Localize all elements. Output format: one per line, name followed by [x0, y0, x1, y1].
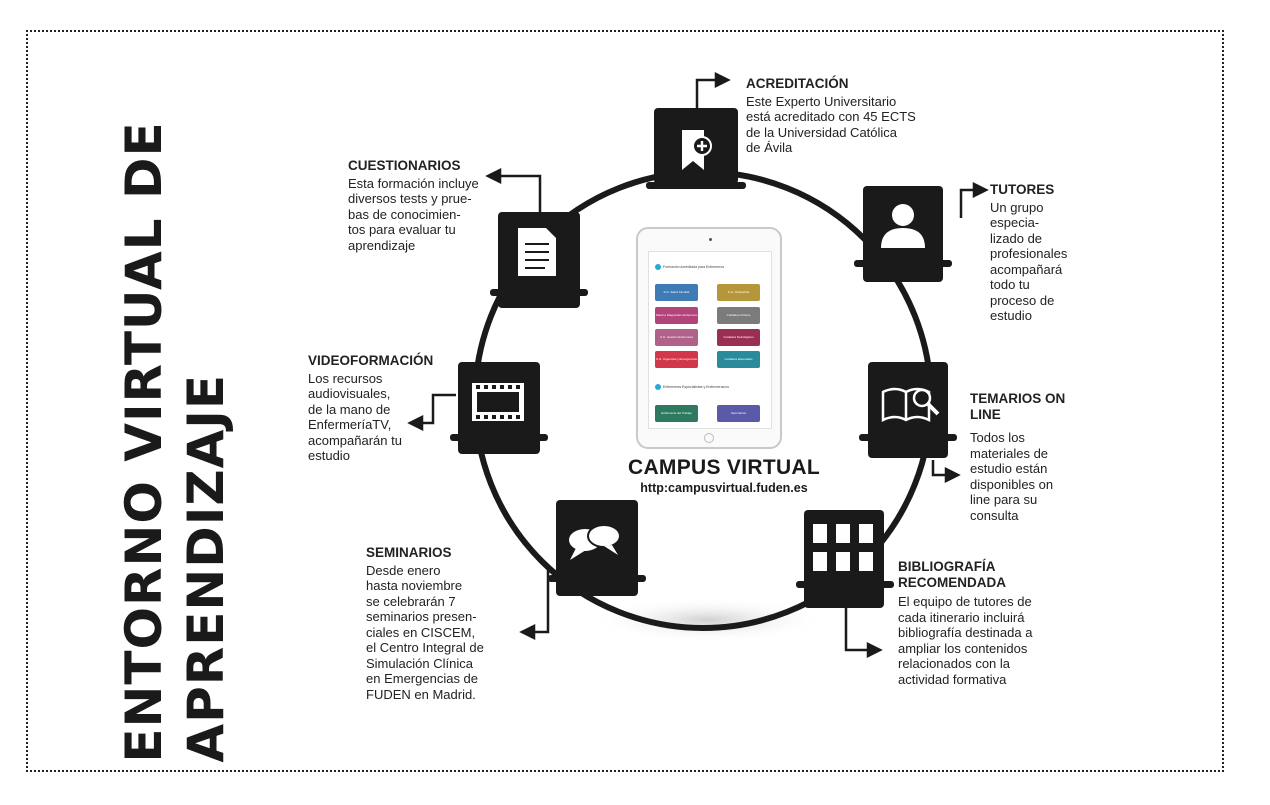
tablet-section-2: Enfermeras Especialistas y Enfermeras/os — [663, 385, 729, 389]
heading-seminarios: SEMINARIOS — [366, 545, 452, 560]
heading-temarios: TEMARIOS ON LINE — [970, 391, 1066, 422]
node-temarios-block — [859, 362, 957, 458]
body-videoformacion: Los recursos audiovisuales, de la mano d… — [308, 370, 402, 464]
tile[interactable]: S.G. Salud Familiar — [655, 284, 698, 301]
tablet-screen: Formación Acreditada para Enfermeros S.G… — [648, 251, 772, 429]
tile[interactable]: Cuidados Especiales — [717, 351, 760, 368]
tile[interactable]: S.G. Obstetricia — [717, 284, 760, 301]
node-seminarios-block — [548, 500, 646, 596]
campus-url: http:campusvirtual.fuden.es — [640, 481, 808, 495]
body-cuestionarios: Esta formación incluye diversos tests y … — [348, 175, 479, 253]
documents-icon — [813, 524, 873, 571]
tablet-shadow — [590, 598, 826, 642]
section-dot — [655, 264, 661, 270]
node-tutores-block — [854, 186, 952, 282]
label-seminarios: SEMINARIOS Desde enero hasta noviembre s… — [366, 545, 516, 702]
tablet-device: Formación Acreditada para Enfermeros S.G… — [636, 227, 782, 449]
body-tutores: Un grupo especia- lizado de profesionale… — [990, 199, 1068, 324]
node-bibliografia-block — [796, 510, 894, 608]
campus-caption: CAMPUS VIRTUAL http:campusvirtual.fuden.… — [604, 456, 844, 495]
body-bibliografia: El equipo de tutores de cada itinerario … — [898, 594, 1033, 687]
node-videoformacion-block — [450, 362, 548, 454]
body-acreditacion: Este Experto Universitario está acredita… — [746, 93, 916, 156]
label-videoformacion: VIDEOFORMACIÓN Los recursos audiovisuale… — [308, 353, 448, 464]
tile[interactable]: Cuidados Críticos — [717, 307, 760, 324]
tile[interactable]: S.G. Gestión Enfermería — [655, 329, 698, 346]
body-seminarios: Desde enero hasta noviembre se celebrará… — [366, 562, 484, 702]
tablet-section-1: Formación Acreditada para Enfermeros — [663, 265, 725, 269]
tile[interactable]: Seminarios — [717, 405, 760, 422]
heading-acreditacion: ACREDITACIÓN — [746, 76, 849, 91]
node-cuestionarios-block — [490, 212, 588, 308]
campus-name: CAMPUS VIRTUAL — [627, 456, 821, 479]
label-bibliografia: BIBLIOGRAFÍA RECOMENDADA El equipo de tu… — [898, 559, 1068, 687]
tablet-camera — [709, 238, 712, 241]
tile[interactable]: S.G. Urgencias y Emergencias — [655, 351, 698, 368]
dotted-frame — [26, 30, 1224, 772]
tile[interactable]: Cuidados Nefrológicos — [717, 329, 760, 346]
tile[interactable]: Enfermería del Trabajo — [655, 405, 698, 422]
label-acreditacion: ACREDITACIÓN Este Experto Universitario … — [746, 76, 946, 156]
heading-videoformacion: VIDEOFORMACIÓN — [308, 353, 434, 368]
label-tutores: TUTORES Un grupo especia- lizado de prof… — [990, 182, 1100, 324]
heading-tutores: TUTORES — [990, 182, 1055, 197]
body-temarios: Todos los materiales de estudio están di… — [970, 430, 1054, 523]
tile[interactable]: Salud e Diagnóstico Enfermero — [655, 307, 698, 324]
section-dot — [655, 384, 661, 390]
chat-bubbles-icon — [569, 524, 621, 560]
node-acreditacion-block — [646, 108, 746, 189]
book-search-icon — [881, 387, 940, 423]
label-temarios: TEMARIOS ON LINE Todos los materiales de… — [970, 391, 1100, 523]
heading-cuestionarios: CUESTIONARIOS — [348, 158, 461, 173]
user-icon — [881, 204, 925, 248]
heading-bibliografia: BIBLIOGRAFÍA RECOMENDADA — [898, 559, 1006, 590]
bookmark-plus-icon — [682, 130, 712, 170]
connectors — [407, 71, 989, 659]
document-icon — [518, 228, 556, 276]
label-cuestionarios: CUESTIONARIOS Esta formación incluye div… — [348, 158, 508, 253]
tablet-home-button — [704, 433, 714, 443]
film-icon — [472, 383, 524, 421]
